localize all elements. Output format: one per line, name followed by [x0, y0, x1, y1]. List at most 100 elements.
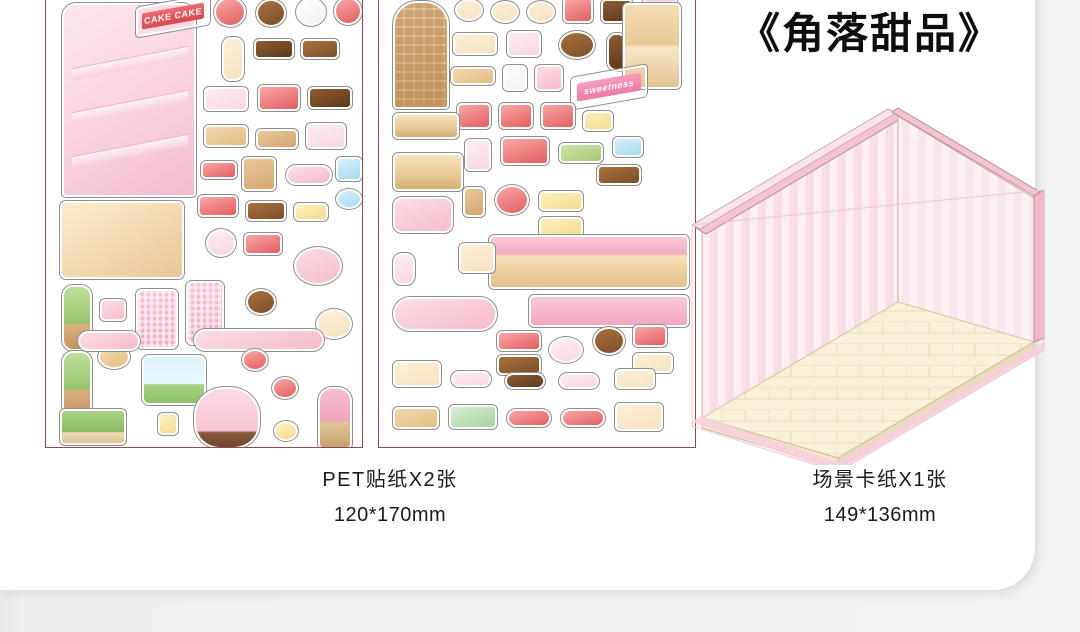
sticker-paper-bags[interactable]: [241, 156, 277, 192]
sticker-bread-cubes-tray[interactable]: [392, 406, 440, 430]
sticker-chocolate-tray[interactable]: [253, 38, 295, 60]
sticker-layer-cake-slice[interactable]: [562, 0, 594, 24]
sticker-gift-box-pink[interactable]: [99, 298, 127, 322]
page-title: 《角落甜品》: [737, 10, 1002, 57]
sticker-round-cake[interactable]: [490, 0, 520, 24]
sticker-bread-display-arch[interactable]: [392, 0, 450, 110]
sticker-berry-plate[interactable]: [197, 194, 239, 218]
caption-right-line1: 场景卡纸X1张: [812, 469, 948, 491]
sticker-topiary-plant[interactable]: [61, 350, 93, 418]
sticker-strawberry-cake-sq[interactable]: [456, 102, 492, 130]
sticker-hedge[interactable]: [59, 408, 127, 446]
sticker-macaron-row[interactable]: [450, 370, 492, 388]
sticker-chocolate-strip[interactable]: [496, 354, 542, 376]
sticker-chocolate-strip[interactable]: [596, 164, 642, 186]
sticker-round-cake[interactable]: [526, 0, 556, 24]
sticker-wood-plank[interactable]: [392, 112, 460, 140]
sticker-wood-bench[interactable]: [392, 152, 464, 192]
sticker-chocolate-pudding[interactable]: [558, 30, 596, 60]
pet-sticker-sheet-2[interactable]: sweetness: [378, 0, 696, 448]
sticker-cream-bags[interactable]: [502, 64, 528, 92]
sticker-juice-glass[interactable]: [157, 412, 179, 436]
sticker-pink-display-case[interactable]: [392, 296, 498, 332]
sticker-strawberry-cake-sq[interactable]: [540, 102, 576, 130]
sticker-pudding[interactable]: [273, 420, 299, 442]
sticker-croissants[interactable]: [582, 110, 614, 132]
sticker-matcha-rolls[interactable]: [558, 142, 604, 164]
sticker-cream-cake[interactable]: [295, 0, 327, 27]
sticker-curtain-left[interactable]: [135, 288, 179, 350]
sticker-display-shelf[interactable]: [61, 2, 197, 198]
sticker-candy-pack[interactable]: [534, 64, 564, 92]
sticker-display-counter[interactable]: [488, 234, 690, 290]
sticker-butter-plate[interactable]: [293, 202, 329, 222]
sticker-blue-plate[interactable]: [612, 136, 644, 158]
sticker-bakery-counter[interactable]: [59, 200, 185, 280]
sticker-pink-railing[interactable]: [193, 328, 325, 352]
sticker-pink-cake-round[interactable]: [548, 336, 584, 364]
sticker-small-box[interactable]: [392, 252, 416, 286]
sticker-dessert-tray[interactable]: [285, 164, 333, 186]
sticker-sponge-cake[interactable]: [458, 242, 496, 274]
sticker-pink-rug[interactable]: [77, 330, 141, 352]
sticker-roll-cake-tray[interactable]: [203, 124, 249, 148]
caption-left-line2: 120*170mm: [333, 504, 447, 526]
sticker-pink-poster[interactable]: [464, 138, 492, 172]
sticker-chocolate-dessert[interactable]: [245, 288, 277, 316]
sticker-sandwich-tray[interactable]: [506, 408, 552, 428]
scene-card-isometric-room[interactable]: [630, 80, 1050, 465]
sticker-bottle[interactable]: [221, 36, 245, 82]
sticker-round-cake[interactable]: [454, 0, 484, 22]
sticker-strawberry-tart-tray[interactable]: [500, 136, 550, 166]
shelf-board: [72, 89, 188, 125]
sticker-pink-box[interactable]: [392, 196, 454, 234]
sticker-eclair-plate[interactable]: [245, 200, 287, 222]
sticker-chocolate-cake[interactable]: [255, 0, 287, 28]
sticker-berry-tart-tray[interactable]: [257, 84, 301, 112]
sticker-macaron-tray[interactable]: [203, 86, 249, 112]
sticker-toast-plate[interactable]: [614, 368, 656, 390]
sticker-chair[interactable]: [317, 386, 353, 447]
sticker-strawberry-whole-cake[interactable]: [494, 184, 530, 216]
sticker-berry-dessert[interactable]: [241, 348, 269, 372]
sticker-bread-tray[interactable]: [452, 32, 498, 56]
sticker-gift-box[interactable]: [335, 156, 362, 182]
sticker-banana-rolls[interactable]: [538, 190, 584, 212]
sticker-raspberry-tray[interactable]: [632, 324, 668, 348]
sticker-chocolate-cake-round[interactable]: [592, 326, 626, 356]
sticker-cream-square[interactable]: [392, 360, 442, 388]
sticker-strawberry-cake-sq[interactable]: [498, 102, 534, 130]
cake-sign-label: CAKE CAKE: [142, 2, 204, 30]
sticker-swiss-roll-tray[interactable]: [307, 86, 353, 110]
caption-right: 场景卡纸X1张 149*136mm: [690, 463, 1070, 527]
sticker-pink-shelf[interactable]: [528, 294, 690, 328]
sticker-mint-cupcake-tray[interactable]: [448, 404, 498, 430]
sticker-baguette-tray[interactable]: [255, 128, 299, 150]
scene-card-outline: [691, 189, 1045, 465]
sticker-cherry-cake[interactable]: [333, 0, 362, 26]
sticker-strawberry-shortcake[interactable]: [271, 376, 299, 400]
sticker-pastry-tray[interactable]: [300, 38, 340, 60]
sticker-tartlet-tray[interactable]: [450, 66, 496, 86]
shelf-board: [72, 133, 188, 169]
sticker-banana-rolls[interactable]: [538, 216, 584, 238]
sticker-berry-strip[interactable]: [496, 330, 542, 352]
sticker-round-table[interactable]: [193, 386, 261, 447]
sticker-macaron-row[interactable]: [558, 372, 600, 390]
sticker-cream-board[interactable]: [614, 402, 664, 432]
sticker-bakery-rack[interactable]: [462, 186, 486, 218]
sticker-milk-bottles[interactable]: [506, 30, 542, 58]
sticker-tart-plate[interactable]: [243, 232, 283, 256]
sticker-pink-cake[interactable]: [293, 246, 343, 286]
sticker-cake-slice[interactable]: [200, 160, 238, 180]
sticker-window-view[interactable]: [141, 354, 207, 406]
sticker-strawberry-cake[interactable]: [213, 0, 247, 28]
sticker-topiary-plant[interactable]: [61, 284, 93, 352]
pet-sticker-sheet-1[interactable]: CAKE CAKE: [45, 0, 363, 448]
sticker-sandwich-tray[interactable]: [560, 408, 606, 428]
sticker-mousse-cake[interactable]: [205, 228, 237, 258]
sticker-chocolate-row[interactable]: [504, 372, 546, 390]
sticker-cupcake-tray[interactable]: [305, 122, 347, 150]
sticker-teacups[interactable]: [335, 188, 362, 210]
